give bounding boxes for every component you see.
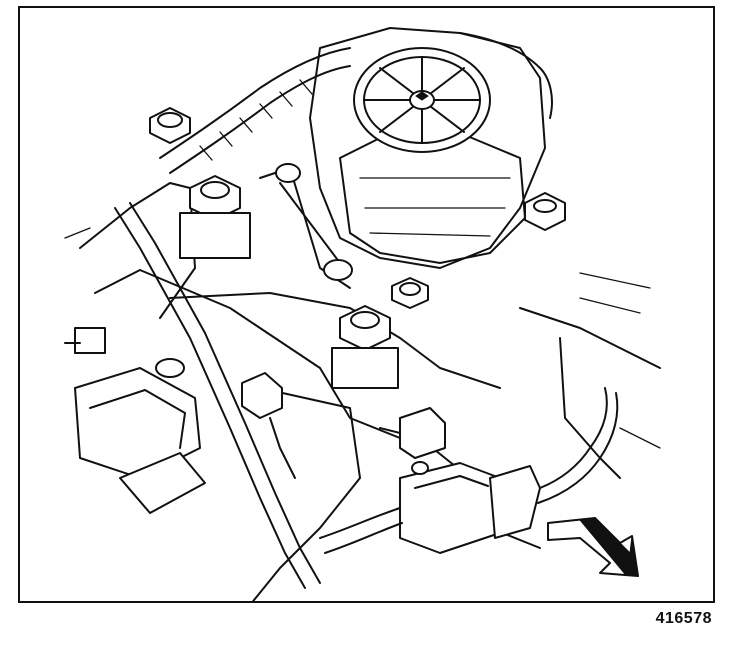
figure-number: 416578 [655, 610, 712, 627]
bolt-left [179, 175, 251, 259]
illustration-frame [18, 6, 715, 603]
engine-illustration [64, 27, 661, 601]
sensor-bracket-left [64, 327, 206, 514]
wiring-harness [159, 32, 553, 174]
electrical-connector [319, 387, 619, 554]
bolt-right [524, 192, 566, 231]
ground-wire [114, 202, 321, 589]
vacuum-fitting [241, 372, 296, 479]
bolt-center [331, 305, 399, 389]
bolt-left-top [149, 107, 191, 144]
bolt-plenum-front [391, 277, 429, 309]
front-direction-arrow-icon [547, 517, 639, 577]
throttle-linkage [259, 163, 353, 289]
throttle-body-cover [309, 27, 546, 269]
